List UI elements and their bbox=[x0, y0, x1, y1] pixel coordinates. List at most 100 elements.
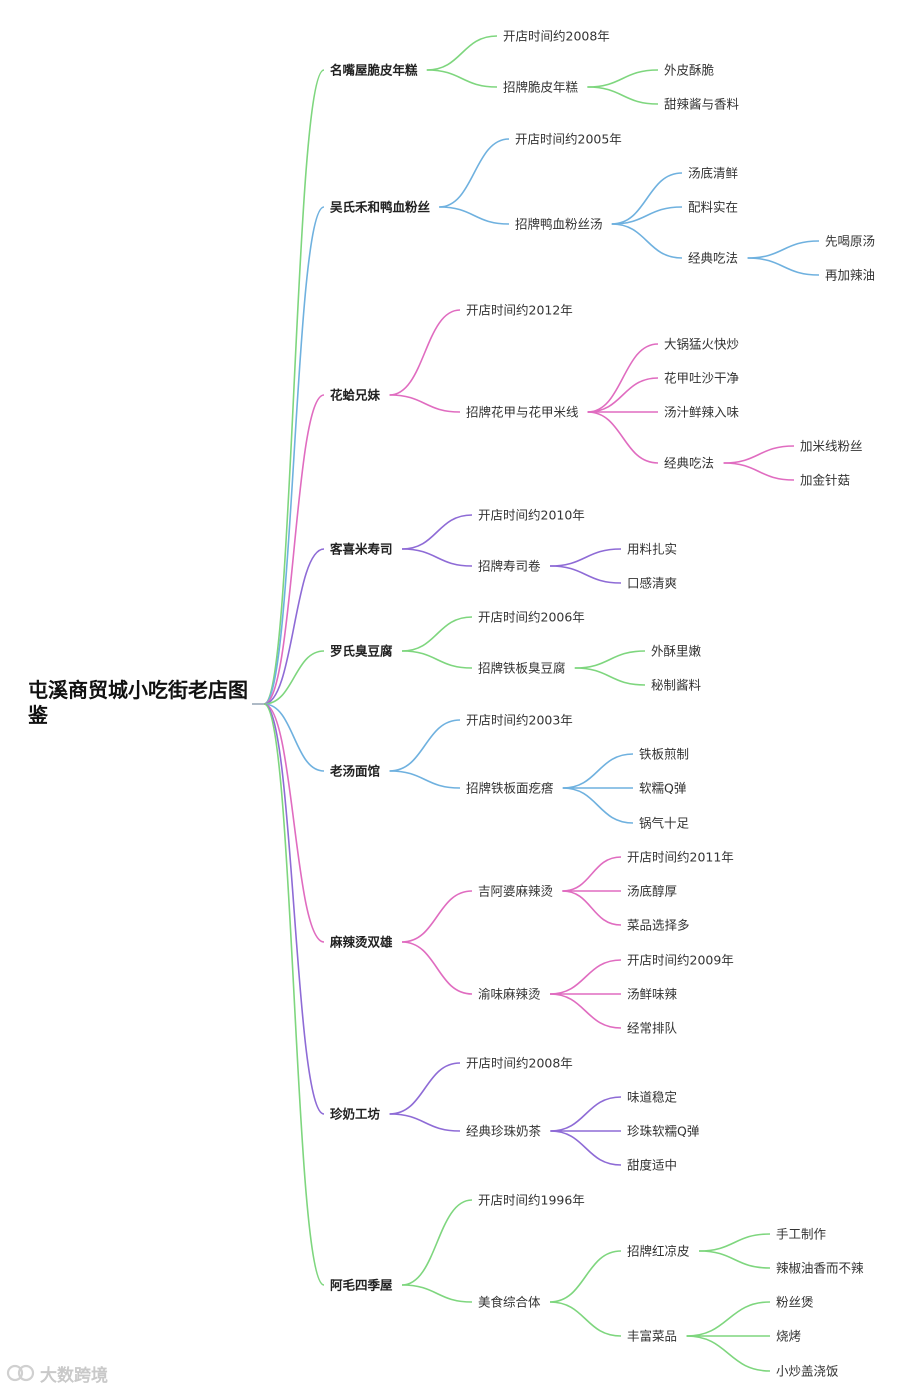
node-branch-5-2-1[interactable]: 外酥里嫩 bbox=[651, 644, 702, 659]
branch-7-1-3-connector bbox=[562, 890, 622, 926]
branch-1-connector bbox=[263, 69, 325, 705]
node-branch-2-1[interactable]: 开店时间约2005年 bbox=[515, 132, 622, 147]
node-branch-7-1-3[interactable]: 菜品选择多 bbox=[627, 918, 690, 933]
node-branch-1-2[interactable]: 招牌脆皮年糕 bbox=[503, 80, 579, 95]
node-branch-8-2-1[interactable]: 味道稳定 bbox=[627, 1090, 677, 1105]
branch-7-2-3-connector bbox=[549, 993, 622, 1029]
node-branch-2-2-3[interactable]: 经典吃法 bbox=[688, 251, 738, 266]
branch-5-2-2-connector bbox=[574, 667, 646, 686]
node-branch-2-2-3-2[interactable]: 再加辣油 bbox=[825, 268, 875, 283]
node-branch-7-2-3[interactable]: 经常排队 bbox=[627, 1021, 678, 1036]
node-branch-6-2[interactable]: 招牌铁板面疙瘩 bbox=[466, 781, 554, 796]
branch-4-connector bbox=[263, 548, 325, 705]
node-branch-9-2-1-1[interactable]: 手工制作 bbox=[776, 1227, 827, 1242]
branch-7-2-1-connector bbox=[549, 959, 622, 995]
node-branch-8-2-2[interactable]: 珍珠软糯Q弹 bbox=[627, 1124, 699, 1139]
node-branch-4-2-1[interactable]: 用料扎实 bbox=[627, 542, 677, 557]
node-branch-7-1-2[interactable]: 汤底醇厚 bbox=[627, 884, 677, 899]
node-branch-2-2-1[interactable]: 汤底清鲜 bbox=[688, 166, 738, 181]
branch-4-2-1-connector bbox=[549, 548, 622, 567]
node-branch-7-2-1[interactable]: 开店时间约2009年 bbox=[627, 953, 734, 968]
node-branch-3-1[interactable]: 开店时间约2012年 bbox=[466, 303, 573, 318]
branch-9-1-connector bbox=[401, 1199, 473, 1286]
branch-2-2-1-connector bbox=[611, 172, 683, 225]
branch-5-1-connector bbox=[401, 616, 473, 652]
node-branch-6-2-2[interactable]: 软糯Q弹 bbox=[639, 781, 686, 796]
node-branch-6-1[interactable]: 开店时间约2003年 bbox=[466, 713, 573, 728]
branch-2-2-3-connector bbox=[611, 223, 683, 259]
branch-1-label[interactable]: 名嘴屋脆皮年糕 bbox=[330, 63, 418, 78]
node-branch-4-2[interactable]: 招牌寿司卷 bbox=[478, 559, 541, 574]
watermark: 大数跨境 bbox=[6, 1360, 108, 1386]
node-branch-3-2[interactable]: 招牌花甲与花甲米线 bbox=[466, 405, 579, 420]
branch-9-connector bbox=[263, 703, 325, 1286]
branch-9-label[interactable]: 阿毛四季屋 bbox=[330, 1278, 393, 1293]
node-branch-9-2[interactable]: 美食综合体 bbox=[478, 1295, 541, 1310]
branch-4-label[interactable]: 客喜米寿司 bbox=[329, 542, 393, 557]
node-branch-5-1[interactable]: 开店时间约2006年 bbox=[478, 610, 585, 625]
node-branch-8-2[interactable]: 经典珍珠奶茶 bbox=[466, 1124, 542, 1139]
node-branch-2-2-2[interactable]: 配料实在 bbox=[688, 200, 738, 215]
branch-2-connector bbox=[263, 206, 325, 705]
node-branch-4-1[interactable]: 开店时间约2010年 bbox=[478, 508, 585, 523]
branch-9-2-1-connector bbox=[549, 1250, 622, 1303]
node-branch-1-2-2[interactable]: 甜辣酱与香料 bbox=[664, 97, 740, 112]
node-branch-5-2[interactable]: 招牌铁板臭豆腐 bbox=[478, 661, 566, 676]
node-branch-3-2-4-1[interactable]: 加米线粉丝 bbox=[800, 439, 863, 454]
node-branch-9-2-1[interactable]: 招牌红凉皮 bbox=[627, 1244, 690, 1259]
node-branch-3-2-4[interactable]: 经典吃法 bbox=[664, 456, 714, 471]
node-branch-4-2-2[interactable]: 口感清爽 bbox=[627, 576, 677, 591]
node-branch-8-1[interactable]: 开店时间约2008年 bbox=[466, 1056, 573, 1071]
branch-6-label[interactable]: 老汤面馆 bbox=[329, 764, 380, 779]
node-branch-9-2-2-1[interactable]: 粉丝煲 bbox=[776, 1295, 814, 1310]
branch-9-2-2-3-connector bbox=[686, 1335, 771, 1372]
branch-5-label[interactable]: 罗氏臭豆腐 bbox=[330, 644, 393, 659]
branch-8-connector bbox=[263, 703, 325, 1115]
node-branch-7-1[interactable]: 吉阿婆麻辣烫 bbox=[478, 884, 554, 899]
node-branch-9-2-2-2[interactable]: 烧烤 bbox=[776, 1329, 801, 1344]
branch-8-2-connector bbox=[389, 1113, 461, 1132]
branch-3-label[interactable]: 花蛤兄妹 bbox=[330, 388, 381, 403]
node-branch-1-1[interactable]: 开店时间约2008年 bbox=[503, 29, 610, 44]
branch-9-2-2-connector bbox=[549, 1301, 622, 1337]
node-branch-2-2[interactable]: 招牌鸭血粉丝汤 bbox=[515, 217, 603, 232]
branch-4-2-2-connector bbox=[549, 565, 622, 584]
node-branch-3-2-2[interactable]: 花甲吐沙干净 bbox=[664, 371, 739, 386]
node-branch-9-2-1-2[interactable]: 辣椒油香而不辣 bbox=[776, 1261, 864, 1276]
branch-8-label[interactable]: 珍奶工坊 bbox=[330, 1107, 381, 1122]
node-branch-3-2-3[interactable]: 汤汁鲜辣入味 bbox=[664, 405, 740, 420]
branch-2-2-3-1-connector bbox=[747, 240, 820, 259]
branch-4-1-connector bbox=[401, 514, 473, 550]
branch-3-1-connector bbox=[389, 309, 461, 396]
node-branch-6-2-1[interactable]: 铁板煎制 bbox=[639, 747, 689, 762]
branch-3-2-2-connector bbox=[587, 377, 659, 413]
node-branch-3-2-4-2[interactable]: 加金针菇 bbox=[800, 473, 850, 488]
node-branch-7-2[interactable]: 渝味麻辣烫 bbox=[478, 987, 541, 1002]
branch-3-2-connector bbox=[389, 394, 461, 413]
node-branch-9-2-2-3[interactable]: 小炒盖浇饭 bbox=[776, 1364, 839, 1379]
node-branch-8-2-3[interactable]: 甜度适中 bbox=[627, 1158, 677, 1173]
watermark-text: 大数跨境 bbox=[40, 1365, 108, 1386]
node-branch-5-2-2[interactable]: 秘制酱料 bbox=[651, 678, 702, 693]
branch-8-1-connector bbox=[389, 1062, 461, 1115]
node-branch-9-2-2[interactable]: 丰富菜品 bbox=[627, 1329, 677, 1344]
node-branch-2-2-3-1[interactable]: 先喝原汤 bbox=[825, 234, 875, 249]
node-branch-6-2-3[interactable]: 锅气十足 bbox=[639, 816, 690, 831]
branch-7-label[interactable]: 麻辣烫双雄 bbox=[329, 935, 393, 950]
branch-2-label[interactable]: 吴氏禾和鸭血粉丝 bbox=[330, 200, 431, 215]
branch-7-1-1-connector bbox=[562, 856, 622, 892]
branch-9-2-1-1-connector bbox=[698, 1233, 771, 1252]
node-branch-7-1-1[interactable]: 开店时间约2011年 bbox=[627, 850, 734, 865]
branch-5-connector bbox=[263, 650, 325, 705]
node-branch-3-2-1[interactable]: 大锅猛火快炒 bbox=[664, 337, 739, 352]
node-branch-9-1[interactable]: 开店时间约1996年 bbox=[478, 1193, 585, 1208]
branch-3-2-1-connector bbox=[587, 343, 659, 413]
branch-9-2-1-2-connector bbox=[698, 1250, 771, 1269]
node-branch-7-2-2[interactable]: 汤鲜味辣 bbox=[627, 987, 678, 1002]
branch-2-2-2-connector bbox=[611, 206, 683, 225]
branch-6-connector bbox=[263, 703, 325, 772]
branch-7-2-connector bbox=[401, 941, 473, 995]
branch-2-2-3-2-connector bbox=[747, 257, 820, 276]
node-branch-1-2-1[interactable]: 外皮酥脆 bbox=[664, 63, 714, 78]
